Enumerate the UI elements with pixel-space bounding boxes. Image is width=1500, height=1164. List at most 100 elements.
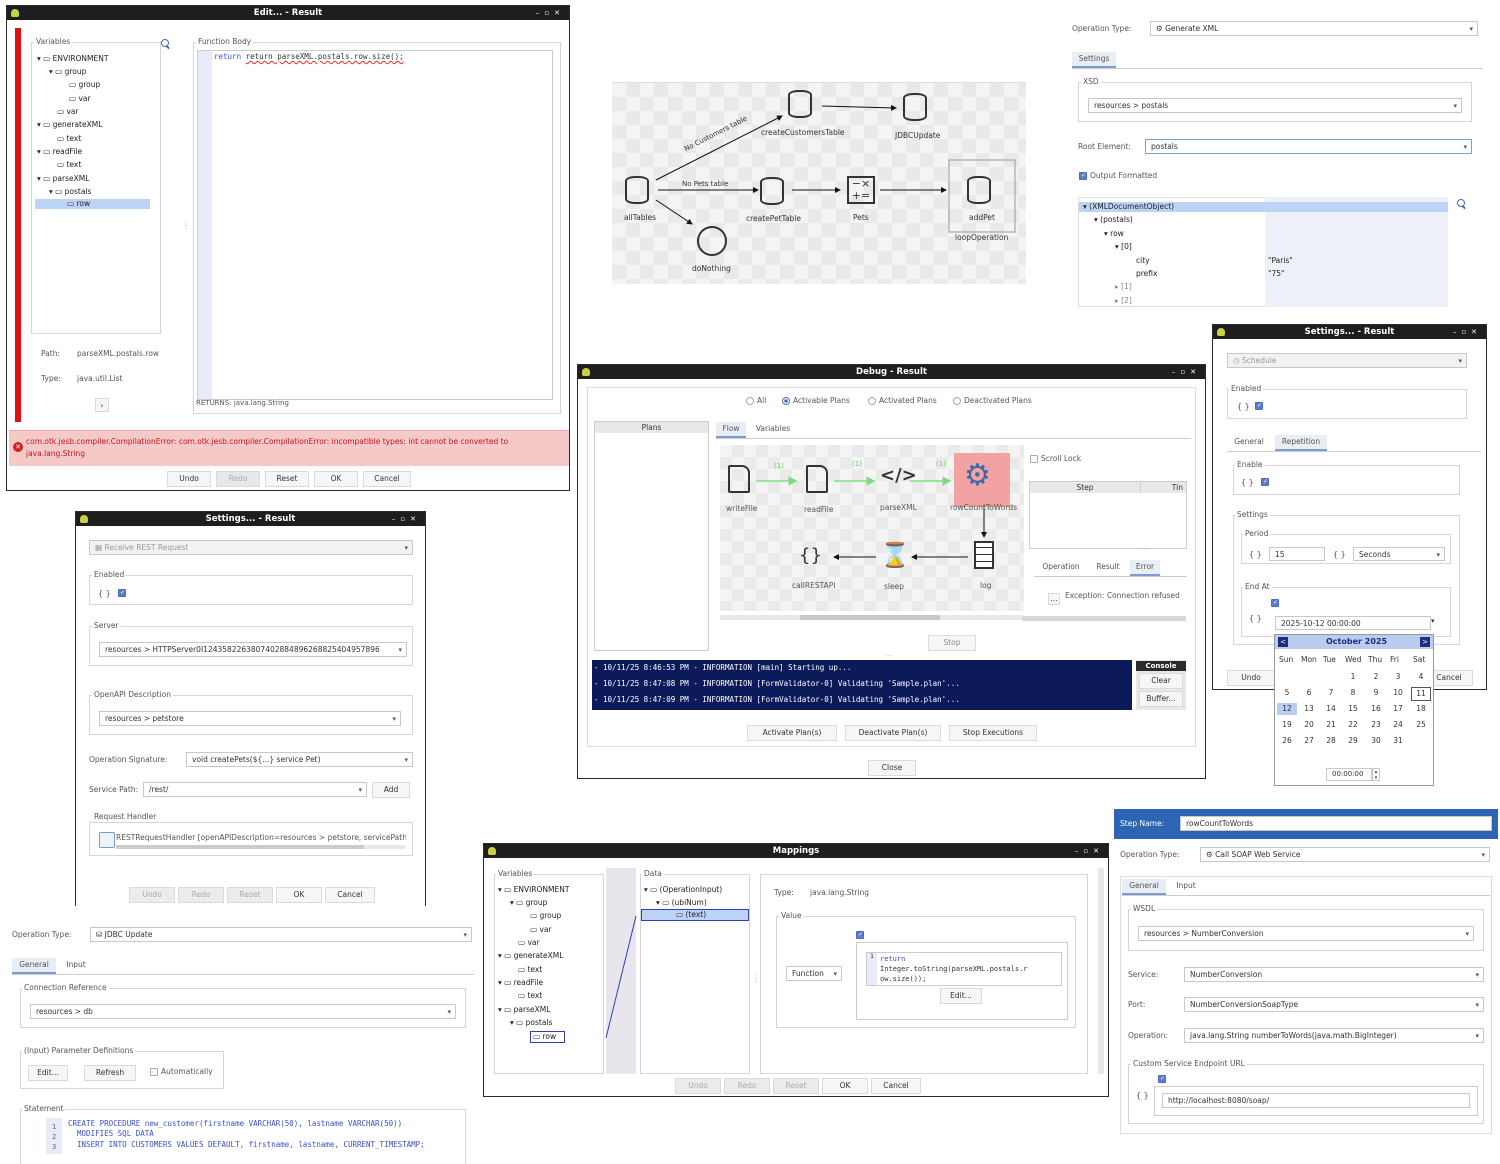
undo-button[interactable]: Undo [167,471,211,487]
time-spinner[interactable]: ▴▾ [1372,768,1380,781]
prev-month-button[interactable]: < [1278,637,1288,647]
calendar-day[interactable]: 5 [1284,688,1290,697]
period-unit-select[interactable]: Seconds [1353,547,1445,561]
window-controls[interactable]: –▫✕ [1452,328,1482,336]
stop-executions-button[interactable]: Stop Executions [949,725,1037,741]
add-button[interactable]: Add [372,782,410,798]
endpoint-input[interactable]: http://localhost:8080/soap/ [1162,1093,1470,1108]
calendar-day[interactable]: 4 [1418,672,1424,681]
buffer-button[interactable]: Buffer... [1139,691,1183,707]
expand-button[interactable]: › [95,398,109,412]
handler-scrollbar[interactable] [116,845,406,849]
next-month-button[interactable]: > [1420,637,1430,647]
calendar-day[interactable]: 29 [1348,736,1358,745]
tree-item[interactable]: ▾ ▭ postals [49,187,92,196]
tree-item-selected[interactable]: ▭ (text) [641,909,749,921]
operation-select[interactable]: java.lang.String numberToWords(java.math… [1184,1028,1484,1043]
tree-item[interactable]: ▾ ▭ (ubiNum) [656,898,707,907]
code-editor[interactable] [197,50,553,400]
expression-icon[interactable]: { } [1237,402,1250,411]
reset-button[interactable]: Reset [773,1078,819,1094]
redo-button[interactable]: Redo [216,471,260,487]
chevron-down-icon[interactable]: ▾ [1431,617,1435,625]
tree-item-selected[interactable]: ▾ (XMLDocumentObject) [1079,202,1448,212]
tree-item[interactable]: ▾ row [1104,229,1124,238]
tree-item[interactable]: ▭ var [57,107,79,116]
endpoint-checkbox[interactable] [1158,1075,1166,1083]
window-controls[interactable]: –▫✕ [535,9,565,17]
cancel-button[interactable]: Cancel [363,471,411,487]
step-name-input[interactable]: rowCountToWords [1180,816,1492,831]
radio-activable[interactable] [782,397,790,405]
refresh-button[interactable]: Refresh [84,1065,136,1081]
tab-input[interactable]: Input [1176,881,1196,890]
calendar-day[interactable]: 6 [1306,688,1312,697]
calendar-day[interactable]: 15 [1348,704,1358,713]
port-select[interactable]: NumberConversionSoapType [1184,997,1484,1012]
calendar-day[interactable]: 27 [1304,736,1314,745]
activator-select[interactable]: ▦ Receive REST Request [89,540,413,555]
xsd-select[interactable]: resources > postals [1088,98,1462,113]
activate-plans-button[interactable]: Activate Plan(s) [747,725,837,741]
expression-icon[interactable]: { } [1136,1091,1149,1100]
redo-button[interactable]: Redo [724,1078,770,1094]
window-controls[interactable]: –▫✕ [1074,847,1104,855]
undo-button[interactable]: Undo [675,1078,721,1094]
calendar-day[interactable]: 30 [1371,736,1381,745]
cancel-button[interactable]: Cancel [1425,670,1473,686]
connection-select[interactable]: resources > db [30,1004,456,1019]
operation-type-select[interactable]: ⚙ Generate XML [1150,21,1478,36]
console-splitter[interactable]: ··· [886,653,892,660]
tree-item-selected[interactable]: ▭ row [530,1031,566,1043]
service-select[interactable]: NumberConversion [1184,967,1484,982]
operation-type-select[interactable]: ⛁ JDBC Update [90,927,472,942]
tree-item[interactable]: ▾ ▭ generateXML [37,120,103,129]
radio-activated[interactable] [868,397,876,405]
calendar-day[interactable]: 8 [1350,688,1356,697]
expression-icon[interactable]: { } [98,589,111,598]
close-button[interactable]: Close [868,760,916,776]
tab-operation[interactable]: Operation [1042,562,1080,571]
edit-button[interactable]: Edit... [940,988,982,1004]
tab-settings[interactable]: Settings [1072,52,1116,68]
tab-flow[interactable]: Flow [716,422,746,438]
calendar-day[interactable]: 2 [1373,672,1379,681]
tree-item[interactable]: ▾ ▭ generateXML [498,951,564,960]
tree-item[interactable]: prefix [1136,269,1158,278]
tree-item[interactable]: ▾ ▭ ENVIRONMENT [37,54,109,63]
calendar-day[interactable]: 7 [1328,688,1334,697]
search-icon[interactable] [161,39,171,49]
ok-button[interactable]: OK [276,887,322,903]
calendar-day[interactable]: 10 [1393,688,1403,697]
tree-item[interactable]: ▭ var [518,938,540,947]
window-controls[interactable]: –▫✕ [391,515,421,523]
reset-button[interactable]: Reset [265,471,309,487]
handler-edit-button[interactable] [99,832,115,848]
end-at-checkbox[interactable] [1271,599,1279,607]
tree-item[interactable]: ▭ text [57,134,82,143]
tree-item[interactable]: ▾ (postals) [1094,215,1133,224]
tree-item[interactable]: ▾ ▭ readFile [498,978,544,987]
service-path-select[interactable]: /rest/ [143,782,367,797]
tab-variables[interactable]: Variables [755,424,791,433]
period-input[interactable]: 15 [1269,547,1325,561]
schedule-select[interactable]: ◷ Schedule [1227,353,1467,368]
op-sig-select[interactable]: void createPets(${...} service Pet) [186,752,413,767]
calendar-day[interactable]: 14 [1326,704,1336,713]
enable-checkbox[interactable] [1261,478,1269,486]
calendar-day[interactable]: 26 [1282,736,1292,745]
calendar-day[interactable]: 16 [1371,704,1381,713]
clear-button[interactable]: Clear [1139,673,1183,689]
console-output[interactable] [592,660,1132,710]
calendar-day[interactable]: 18 [1416,704,1426,713]
calendar-day[interactable]: 17 [1393,704,1403,713]
redo-button[interactable]: Redo [178,887,224,903]
enabled-checkbox[interactable] [1255,402,1263,410]
openapi-select[interactable]: resources > petstore [99,711,401,726]
deactivate-plans-button[interactable]: Deactivate Plan(s) [845,725,941,741]
expression-icon[interactable]: { } [1249,614,1262,623]
window-controls[interactable]: –▫✕ [1171,368,1201,376]
function-select[interactable]: Function [786,966,842,981]
calendar-day[interactable]: 28 [1326,736,1336,745]
plans-panel[interactable] [594,421,709,651]
